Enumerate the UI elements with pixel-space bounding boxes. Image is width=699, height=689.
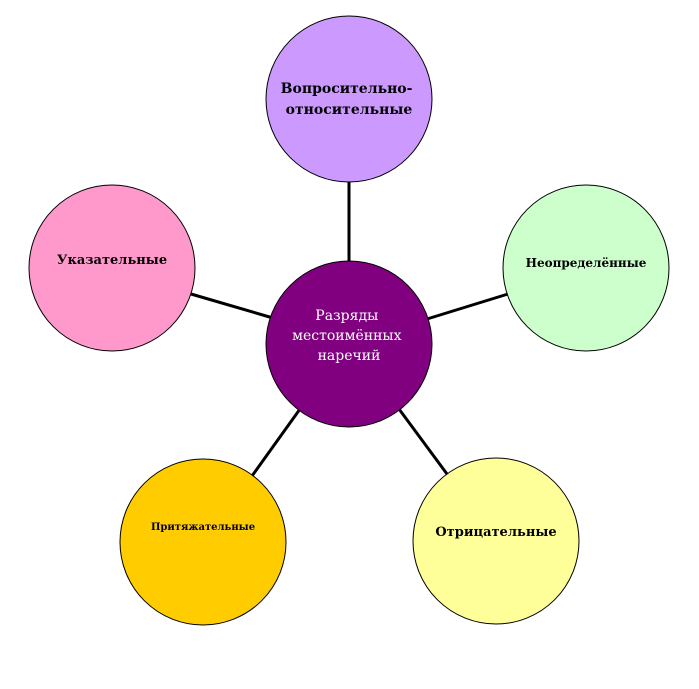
- connectors: [190, 182, 509, 477]
- node-demonstrative-label: Указательные: [57, 253, 167, 268]
- node-indefinite-label: Неопределённые: [526, 256, 647, 270]
- node-negative-label: Отрицательные: [435, 525, 556, 540]
- connector-demonstrative: [190, 292, 274, 320]
- node-demonstrative-circle: [28, 184, 196, 352]
- center-node-circle: [265, 260, 433, 428]
- center-node-label: Разряды местоимённых наречий: [292, 308, 406, 364]
- connector-indefinite: [426, 292, 509, 321]
- node-possessive: Притяжательные: [119, 458, 287, 626]
- node-possessive-circle: [119, 458, 287, 626]
- node-negative-circle: [412, 457, 580, 625]
- node-indefinite-circle: [502, 184, 670, 352]
- node-interrogative-relative-circle: [265, 15, 433, 183]
- node-indefinite: Неопределённые: [502, 184, 670, 352]
- node-negative: Отрицательные: [412, 457, 580, 625]
- connector-negative: [397, 408, 449, 475]
- node-demonstrative: Указательные: [28, 184, 196, 352]
- node-interrogative-relative-label: Вопросительно- относительные: [281, 81, 418, 118]
- center-node: Разряды местоимённых наречий: [265, 260, 433, 428]
- node-interrogative-relative: Вопросительно- относительные: [265, 15, 433, 183]
- connector-possessive: [250, 408, 302, 477]
- node-possessive-label: Притяжательные: [151, 522, 255, 533]
